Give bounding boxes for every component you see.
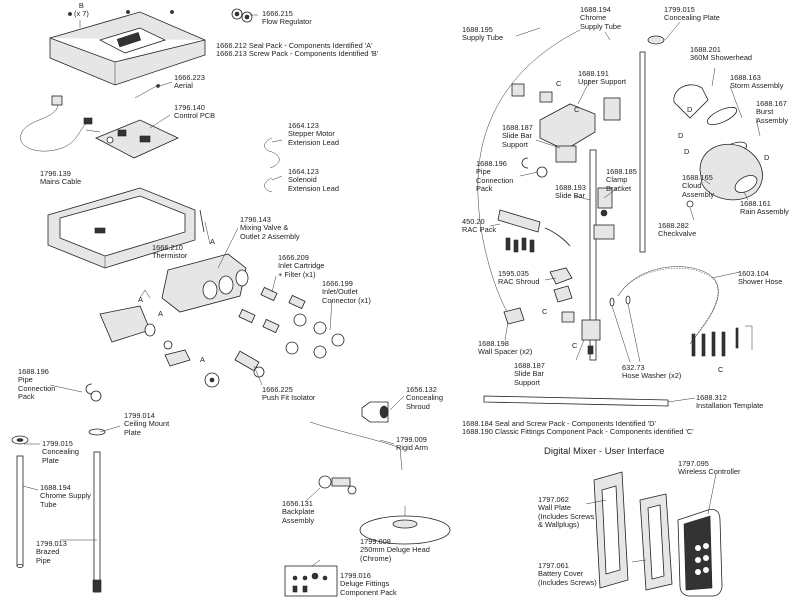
label-1688-191: 1688.191 Upper Support [578,69,627,87]
extension-leads [264,137,280,193]
battery-cover [639,493,673,591]
label-1688-198: 1688.198 Wall Spacer (x2) [478,339,533,357]
label-1664-123-stepper: 1664.123 Stepper Motor Extension Lead [288,121,339,147]
label-632-73: 632.73 Hose Washer (x2) [622,363,682,381]
slide-bar [589,149,615,361]
label-1799-016: 1799.016 Deluge Fittings Component Pack [340,571,397,597]
marker-c: C [718,365,724,374]
label-1603-104: 1603.104 Shower Hose [738,269,783,287]
label-1688-195: 1688.195 Supply Tube [462,25,504,43]
pipe-connection-pack-right [521,157,548,178]
wall-spacer [503,285,573,325]
mains-cable [20,95,93,152]
label-1799-015-left: 1799.015 Concealing Plate [42,439,79,465]
label-1688-184: 1688.184 Seal and Screw Pack - Component… [462,419,694,437]
shower-hose [609,266,719,345]
upper-support [511,83,621,163]
marker-c: C [572,341,578,350]
rac-pack [497,209,571,253]
label-1796-143: 1796.143 Mixing Valve & Outlet 2 Assembl… [240,215,300,241]
supply-tube [477,29,581,321]
marker-a: A [138,295,143,304]
label-1688-312: 1688.312 Installation Template [696,393,764,411]
label-1688-165: 1688.165 Cloud Assembly [682,173,715,199]
label-1688-187-lower: 1688.187 Slide Bar Support [514,361,545,387]
marker-d: D [684,147,690,156]
mixer-base [47,187,205,269]
label-1656-132: 1656.132 Concealing Shroud [406,385,443,411]
deluge-assembly [284,401,451,597]
showerhead-360m [673,84,763,208]
marker-d: D [678,131,684,140]
label-1796-140: 1796.140 Control PCB [174,103,216,121]
marker-a: A [200,355,205,364]
leader-lines [22,14,761,567]
marker-d: D [687,105,693,114]
label-1688-282: 1688.282 Checkvalve [658,221,697,239]
flow-regulator [231,8,253,23]
label-1796-139: 1796.139 Mains Cable [40,169,82,187]
label-1688-167: 1688.167 Burst Assembly [756,99,789,125]
marker-d: D [764,153,770,162]
control-pcb [95,119,179,159]
wall-plate [593,471,629,589]
label-1799-014: 1799.014 Ceiling Mount Plate [124,411,170,437]
label-1688-196-left: 1688.196 Pipe Connection Pack [18,367,56,401]
label-1688-187-upper: 1688.187 Slide Bar Support [502,123,533,149]
fittings-pack-c [691,325,753,357]
label-1797-095: 1797.095 Wireless Controller [678,459,741,477]
mixer-lid [49,10,206,86]
label-1688-185: 1688.185 Clamp Bracket [606,167,637,193]
push-fit-isolator [234,350,265,378]
label-b-x7: B (x 7) [74,1,89,19]
label-1688-193: 1688.193 Slide Bar [555,183,586,201]
rac-shroud [549,267,573,285]
label-1666-199: 1666.199 Inlet/Outlet Connector (x1) [322,279,371,305]
mixing-valve [99,253,249,388]
label-1688-194-left: 1688.194 Chrome Supply Tube [40,483,91,509]
marker-a: A [210,237,215,246]
label-1656-131: 1656.131 Backplate Assembly [282,499,315,525]
chrome-supply-tube-right [639,35,665,253]
label-1664-123-solenoid: 1664.123 Solenoid Extension Lead [288,167,339,193]
label-1799-015-right: 1799.015 Concealing Plate [664,5,720,23]
label-1797-061: 1797.061 Battery Cover (Includes Screws) [538,561,597,587]
section-title-digital-mixer: Digital Mixer - User Interface [544,446,665,457]
label-1688-163: 1688.163 Storm Assembly [730,73,784,91]
marker-a: A [158,309,163,318]
label-1797-062: 1797.062 Wall Plate (Includes Screws & W… [538,495,595,529]
label-1666-209: 1666.209 Inlet Cartridge + Filter (x1) [278,253,325,279]
wireless-controller [677,509,723,597]
ceiling-pipe-assembly [11,383,106,593]
label-1688-196-right: 1688.196 Pipe Connection Pack [476,159,514,193]
label-1666-225: 1666.225 Push Fit Isolator [262,385,316,403]
label-1799-008: 1799.008 250mm Deluge Head (Chrome) [360,537,430,563]
marker-c: C [574,105,580,114]
label-1799-013: 1799.013 Brazed Pipe [36,539,67,565]
label-1799-009: 1799.009 Rigid Arm [396,435,429,453]
marker-c: C [542,307,548,316]
label-1688-201: 1688.201 360M Showerhead [690,45,753,63]
label-450-20: 450.20 RAC Pack [462,217,497,235]
label-1666-210: 1666.210 Thermistor [152,243,188,261]
aerial [134,83,161,99]
label-1666-215: 1666.215 Flow Regulator [262,9,312,27]
label-1666-212: 1666.212 Seal Pack - Components Identifi… [216,41,379,59]
label-1688-161: 1688.161 Rain Assembly [740,199,789,217]
installation-template [483,395,669,407]
label-1666-223: 1666.223 Aerial [174,73,205,91]
slide-bar-support-lower [561,311,601,355]
label-1688-194-right: 1688.194 Chrome Supply Tube [580,5,622,31]
label-1595-035: 1595.035 RAC Shroud [498,269,540,287]
inlet-cartridges [238,286,345,359]
marker-c: C [556,79,562,88]
